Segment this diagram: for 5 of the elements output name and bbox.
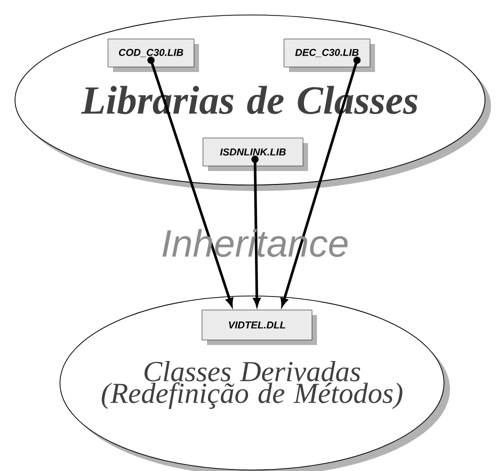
- file-box: COD_C30.LIB: [108, 38, 199, 72]
- file-box: VIDTEL.DLL: [202, 310, 317, 345]
- arrow: [251, 156, 260, 306]
- node-label: Classes Derivadas (Redefinição de Métodos): [102, 360, 402, 409]
- file-box: ISDNLINK.LIB: [202, 138, 308, 171]
